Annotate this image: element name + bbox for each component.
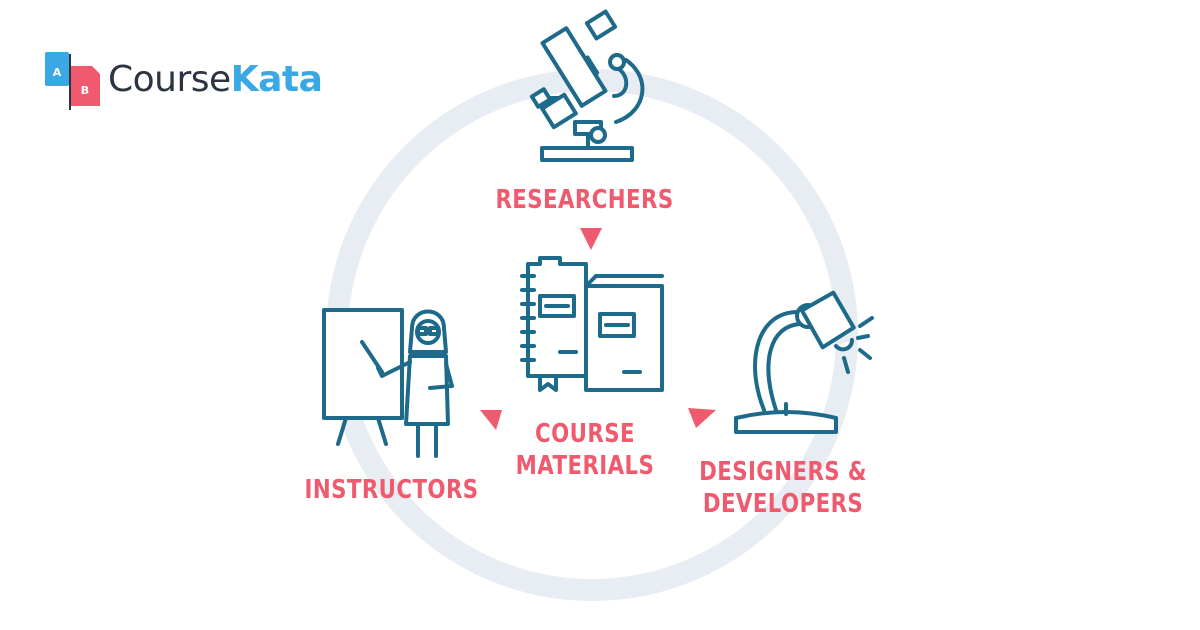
designers-line2: DEVELOPERS bbox=[702, 489, 864, 519]
designers-line1: DESIGNERS & bbox=[699, 457, 867, 487]
instructors-label: INSTRUCTORS bbox=[304, 475, 479, 505]
arrow-researchers-to-materials bbox=[580, 228, 602, 250]
svg-text:A: A bbox=[53, 66, 62, 79]
logo-text-kata: Kata bbox=[230, 59, 323, 100]
researchers-label: RESEARCHERS bbox=[495, 185, 674, 215]
arrow-instructors-to-materials bbox=[480, 410, 502, 430]
course-materials-line1: COURSE bbox=[535, 419, 635, 449]
ab-logo-icon: A B bbox=[45, 52, 100, 110]
course-materials-line2: MATERIALS bbox=[515, 451, 655, 481]
logo-text-course: Course bbox=[108, 59, 231, 100]
logo-wordmark: CourseKata bbox=[108, 59, 323, 100]
coursekata-logo[interactable]: A B CourseKata bbox=[44, 48, 323, 112]
microscope-icon bbox=[529, 9, 645, 162]
course-materials-label: COURSE MATERIALS bbox=[515, 418, 654, 482]
svg-text:B: B bbox=[81, 84, 89, 97]
books-icon bbox=[520, 256, 664, 392]
teacher-whiteboard-icon bbox=[322, 308, 454, 458]
designers-developers-label: DESIGNERS & DEVELOPERS bbox=[699, 456, 868, 520]
desk-lamp-icon bbox=[734, 290, 874, 434]
arrow-designers-to-materials bbox=[688, 408, 716, 428]
